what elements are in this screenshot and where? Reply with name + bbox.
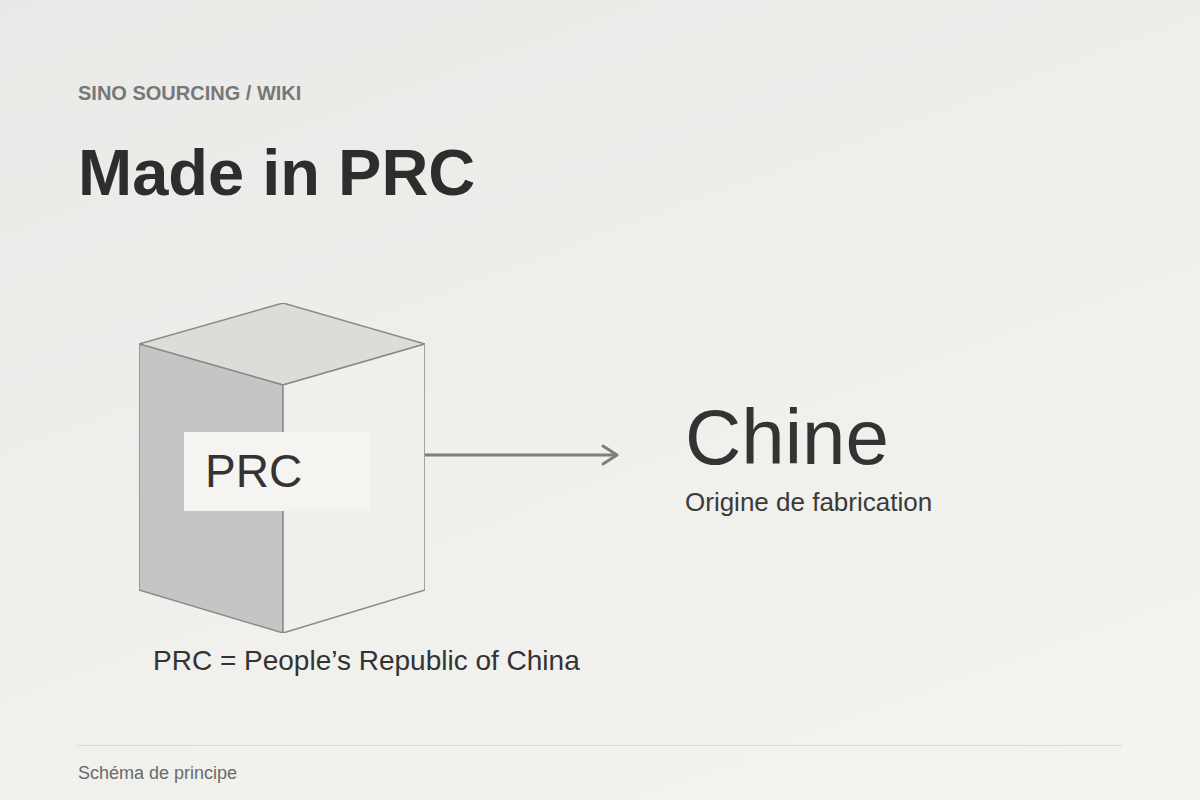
origin-subtitle: Origine de fabrication: [685, 489, 1037, 515]
origin-block: ChineOrigine de fabrication: [617, 395, 1037, 515]
arrow-head: [603, 446, 617, 464]
flow-arrow: [425, 446, 617, 464]
page-title: Made in PRC: [78, 140, 475, 205]
figure-caption: Schéma de principe: [78, 764, 237, 782]
site-header: SINO SOURCING / WIKI: [78, 83, 301, 103]
country-name: Chine: [685, 398, 1037, 476]
footer-rule: [78, 745, 1122, 746]
arrow-shaft: [425, 454, 617, 457]
abbreviation-note: PRC = People’s Republic of China: [153, 647, 580, 675]
product-label: PRC: [184, 432, 369, 511]
product-box: PRC: [139, 303, 425, 633]
